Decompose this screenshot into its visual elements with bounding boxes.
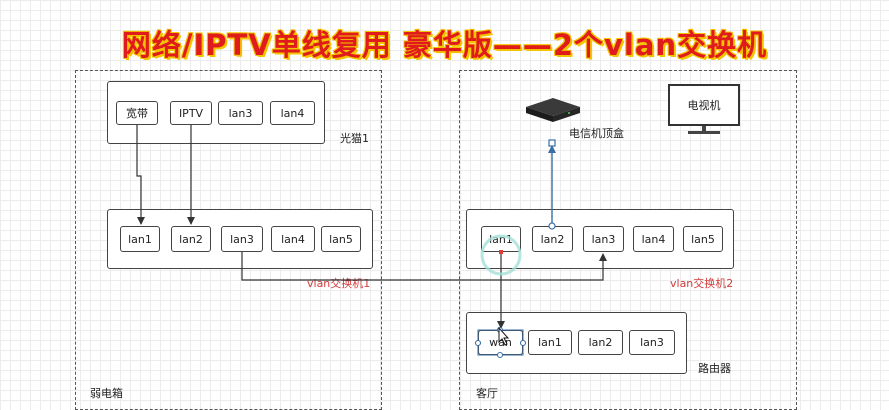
diagram-canvas: 网络/IPTV单线复用 豪华版——2个vlan交换机 弱电箱 客厅 宽带 IPT… — [75, 28, 797, 410]
switch1-label: vlan交换机1 — [307, 277, 371, 290]
modem-port-lan3: lan3 — [218, 101, 263, 125]
switch1-port-lan5: lan5 — [321, 226, 361, 252]
modem-port-broadband: 宽带 — [116, 101, 158, 125]
router-port-wan: wan — [478, 330, 523, 355]
switch2-port-lan1: lan1 — [481, 226, 521, 252]
tv-stand — [702, 126, 706, 132]
tv-icon: 电视机 — [668, 84, 740, 126]
switch2-port-lan2: lan2 — [532, 226, 573, 252]
tv-base — [688, 131, 720, 134]
switch2-port-lan5: lan5 — [683, 226, 723, 252]
switch1-port-lan4: lan4 — [271, 226, 315, 252]
diagram-title: 网络/IPTV单线复用 豪华版——2个vlan交换机 — [121, 28, 768, 62]
router-port-lan1: lan1 — [528, 330, 572, 355]
router-port-lan2: lan2 — [578, 330, 623, 355]
switch1-port-lan2: lan2 — [171, 226, 211, 252]
switch1-port-lan3: lan3 — [221, 226, 263, 252]
zone-right-label: 客厅 — [476, 387, 498, 400]
modem-port-lan4: lan4 — [270, 101, 315, 125]
router-label: 路由器 — [698, 362, 731, 375]
router-port-lan3: lan3 — [629, 330, 675, 355]
settop-box-icon — [524, 94, 582, 124]
settop-box-label: 电信机顶盒 — [569, 127, 624, 140]
switch1-port-lan1: lan1 — [120, 226, 160, 252]
switch2-port-lan4: lan4 — [633, 226, 674, 252]
switch2-port-lan3: lan3 — [583, 226, 624, 252]
zone-left-label: 弱电箱 — [90, 387, 123, 400]
modem-label: 光猫1 — [340, 132, 369, 145]
switch2-label: vlan交换机2 — [670, 277, 734, 290]
modem-port-iptv: IPTV — [170, 101, 212, 125]
